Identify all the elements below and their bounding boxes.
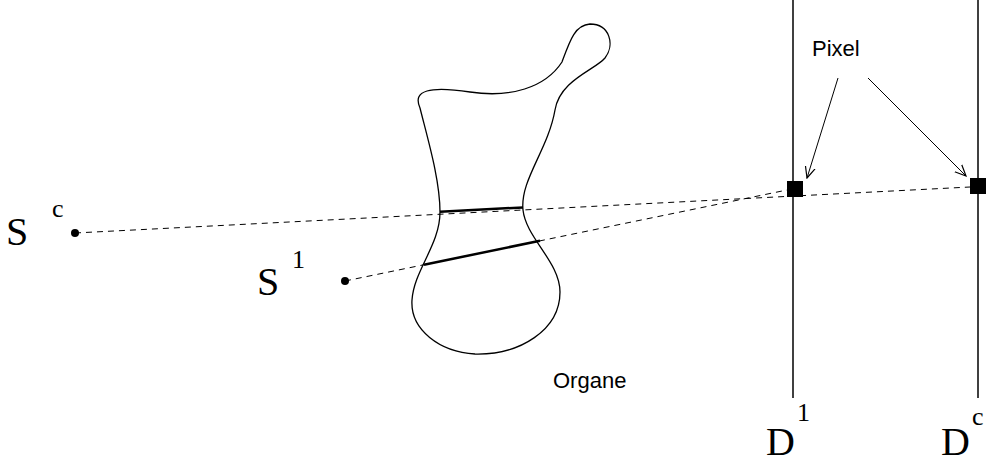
source-point xyxy=(341,277,349,285)
pixel-square xyxy=(787,181,803,197)
detector-line xyxy=(792,0,794,398)
source-point xyxy=(71,229,79,237)
detector-superscript: 1 xyxy=(797,400,810,426)
detector-name: D xyxy=(766,422,795,462)
ray-lateral xyxy=(345,190,787,281)
source-name: S xyxy=(6,212,28,252)
ray-central xyxy=(75,187,970,233)
path-segment xyxy=(424,241,540,265)
source-superscript: 1 xyxy=(292,247,305,273)
organ-outline xyxy=(412,24,610,354)
detector-superscript: c xyxy=(972,404,984,430)
organ-label: Organe xyxy=(553,370,626,392)
pixel-label: Pixel xyxy=(812,38,860,60)
detector-line xyxy=(977,0,979,398)
source-name: S xyxy=(257,262,279,302)
pixel-square xyxy=(970,178,986,194)
path-segment xyxy=(440,207,523,211)
leader-arrow xyxy=(807,78,838,178)
detector-name: D xyxy=(941,422,970,462)
leader-arrow xyxy=(868,78,966,176)
source-superscript: c xyxy=(52,196,64,222)
